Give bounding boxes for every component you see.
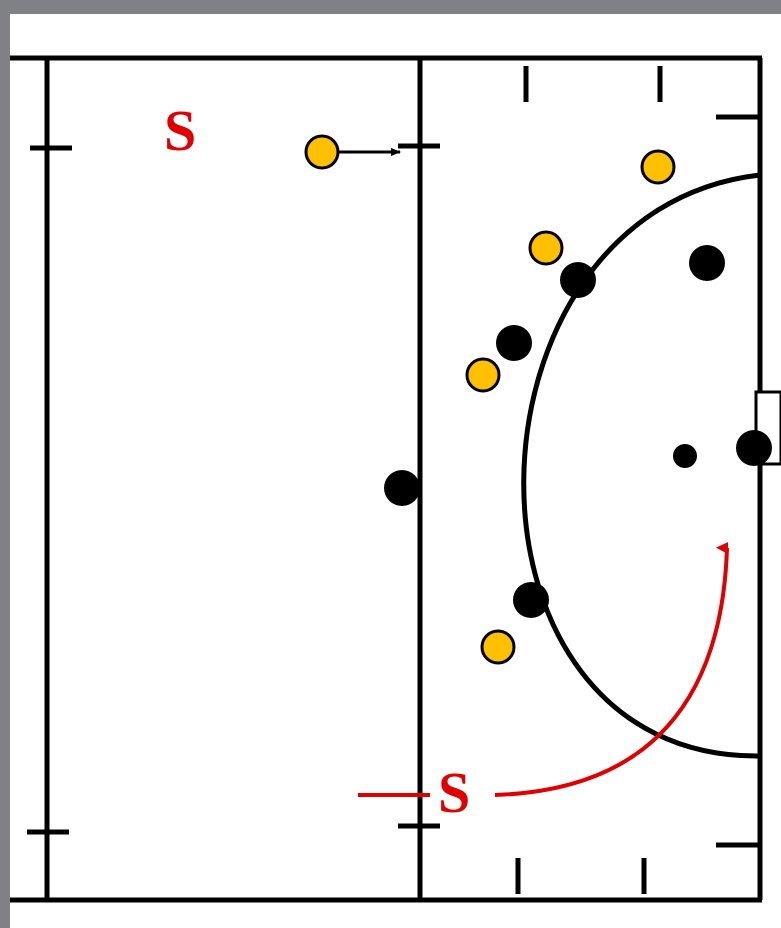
attacker-player [480,629,516,665]
attacker-player [640,149,676,185]
defender-player [560,262,596,298]
attacker-player [304,134,340,170]
attacker-player [465,357,501,393]
goalkeeper [736,430,772,466]
shooting-circle-arc [521,172,761,759]
bottom-label: S [438,760,470,825]
defender-player [496,325,532,361]
field-lines [10,55,763,903]
defender-player [513,582,549,618]
ball [673,444,697,468]
top-label: S [164,98,196,163]
defender-player [384,470,420,506]
red-movement-arrow [494,542,729,797]
attacker-player [528,230,564,266]
defender-player [689,245,725,281]
